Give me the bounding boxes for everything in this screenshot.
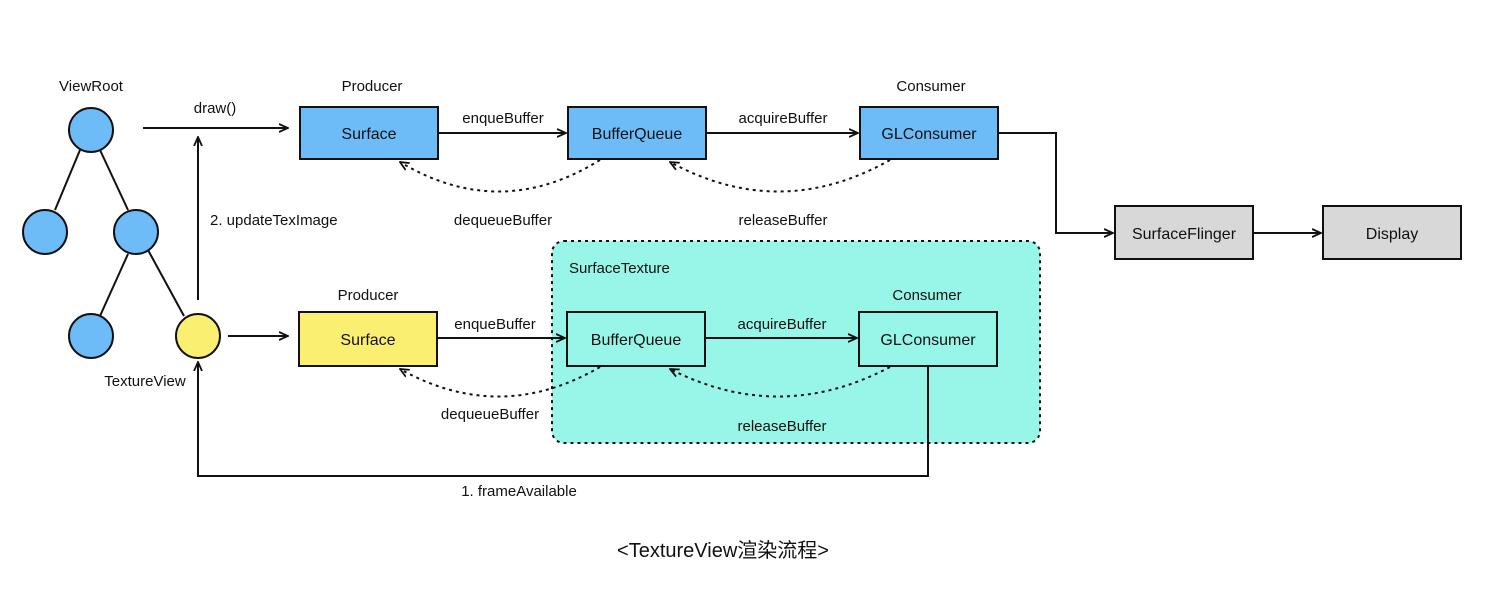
update-teximage-label: 2. updateTexImage (210, 212, 338, 229)
bottom-glconsumer-box (858, 311, 998, 367)
surfaceflinger-label: SurfaceFlinger (1132, 226, 1237, 243)
top-release-arrow (670, 159, 891, 193)
bottom-bufferqueue-label: BufferQueue (591, 332, 682, 349)
view-node (22, 209, 68, 255)
top-surface-box (299, 106, 439, 160)
top-dequeue-label: dequeueBuffer (454, 212, 552, 229)
glconsumer-to-surfaceflinger-arrow (998, 132, 1113, 233)
textureview-node (175, 313, 221, 359)
tree-edge (99, 253, 129, 317)
display-label: Display (1366, 226, 1418, 243)
tree-edge (147, 249, 185, 317)
top-bufferqueue-box (567, 106, 707, 160)
tree-edge (99, 149, 129, 211)
bottom-enque-label: enqueBuffer (454, 316, 535, 333)
frame-available-arrow (198, 362, 929, 477)
textureview-label: TextureView (104, 373, 186, 390)
view-node (113, 209, 159, 255)
bottom-release-arrow (670, 366, 891, 398)
top-dequeue-arrow (400, 159, 601, 193)
frame-available-label: 1. frameAvailable (461, 483, 577, 500)
surfaceflinger-box (1114, 205, 1254, 260)
bottom-dequeue-arrow (400, 366, 601, 398)
viewroot-label: ViewRoot (59, 78, 124, 95)
draw-label: draw() (194, 100, 237, 117)
view-node (68, 313, 114, 359)
bottom-acquire-label: acquireBuffer (738, 316, 827, 333)
top-surface-label: Surface (341, 126, 396, 143)
diagram-caption: <TextureView渲染流程> (617, 539, 829, 562)
top-enque-label: enqueBuffer (462, 110, 543, 127)
bottom-consumer-label: Consumer (892, 287, 961, 304)
top-producer-label: Producer (342, 78, 403, 95)
top-acquire-label: acquireBuffer (739, 110, 828, 127)
top-bufferqueue-label: BufferQueue (592, 126, 683, 143)
top-release-label: releaseBuffer (739, 212, 828, 229)
surfacetexture-label: SurfaceTexture (569, 260, 670, 277)
viewroot-node (68, 107, 114, 153)
display-box (1322, 205, 1462, 260)
bottom-surface-label: Surface (340, 332, 395, 349)
tree-edge (54, 149, 81, 211)
bottom-dequeue-label: dequeueBuffer (441, 406, 539, 423)
top-consumer-label: Consumer (896, 78, 965, 95)
surfacetexture-region (551, 240, 1041, 444)
bottom-producer-label: Producer (338, 287, 399, 304)
bottom-glconsumer-label: GLConsumer (880, 332, 976, 349)
top-glconsumer-label: GLConsumer (881, 126, 977, 143)
bottom-release-label: releaseBuffer (738, 418, 827, 435)
